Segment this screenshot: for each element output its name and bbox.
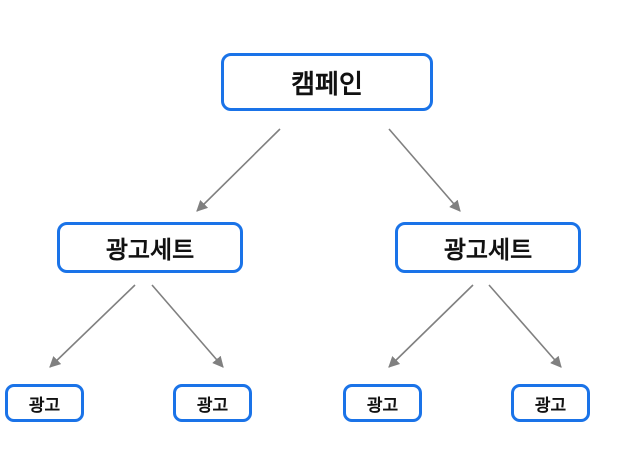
arrow-adset-right-to-ad-3: [388, 284, 474, 368]
arrow-campaign-to-adset-right: [388, 128, 461, 212]
ad-node-3: 광고: [343, 384, 422, 422]
ad-node-2: 광고: [173, 384, 252, 422]
arrow-campaign-to-adset-left: [196, 128, 281, 212]
ad-node-1: 광고: [5, 384, 84, 422]
arrow-adset-left-to-ad-2: [151, 284, 224, 368]
ad-node-4: 광고: [511, 384, 590, 422]
arrow-adset-left-to-ad-1: [49, 284, 136, 368]
arrow-adset-right-to-ad-4: [488, 284, 562, 368]
adset-node-right: 광고세트: [395, 222, 581, 273]
adset-node-left: 광고세트: [57, 222, 243, 273]
campaign-node: 캠페인: [221, 53, 433, 111]
